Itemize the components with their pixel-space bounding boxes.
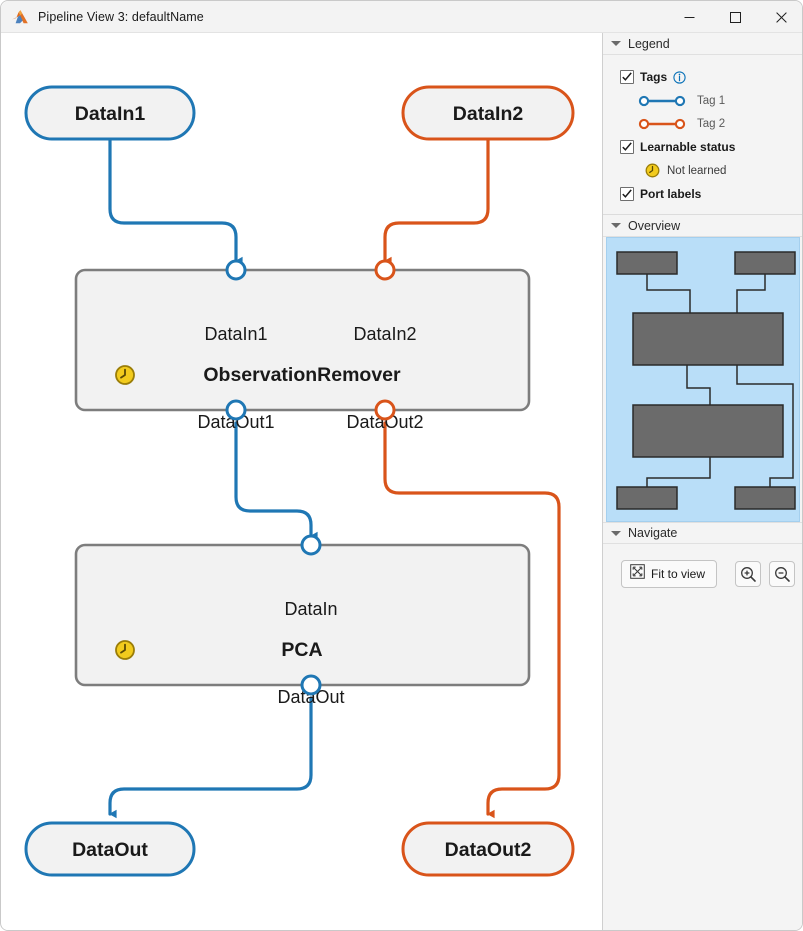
legend-entry-tag1: Tag 1 — [603, 89, 802, 112]
graph-node-label: DataOut2 — [445, 839, 532, 861]
legend-port-labels-row[interactable]: Port labels — [603, 182, 802, 206]
port-label-dataout: DataOut — [277, 687, 344, 707]
overview-block — [632, 312, 784, 366]
close-button[interactable] — [758, 1, 802, 33]
divider — [603, 214, 802, 215]
graph-node-label: DataOut — [72, 839, 148, 861]
port-label-dataout1: DataOut1 — [197, 412, 274, 432]
edge-pca-dataout-to-out1[interactable] — [108, 696, 313, 819]
port-label-datain1: DataIn1 — [204, 324, 267, 344]
navigate-panel-body: Fit to view — [603, 544, 802, 604]
pipeline-canvas[interactable]: DataIn1 DataIn2 ObservationRemover DataI… — [2, 33, 602, 930]
not-learned-label: Not learned — [667, 164, 727, 177]
window-title: Pipeline View 3: defaultName — [38, 9, 204, 24]
legend-entry-tag2: Tag 2 — [603, 112, 802, 135]
tag1-line-icon — [638, 95, 686, 106]
port-datain1[interactable] — [225, 259, 247, 281]
port-labels-checkbox[interactable] — [620, 187, 634, 201]
graph-node-dataout2[interactable]: DataOut2 — [401, 821, 575, 877]
port-dataout[interactable] — [300, 674, 322, 696]
right-dock: Legend Tags — [602, 33, 802, 930]
learnable-status-label: Learnable status — [640, 140, 736, 154]
tag2-line-icon — [638, 118, 686, 129]
legend-panel-header[interactable]: Legend — [603, 33, 802, 55]
zoom-out-button[interactable] — [769, 561, 796, 587]
overview-minimap[interactable] — [606, 237, 800, 522]
port-label-datain: DataIn — [284, 599, 337, 619]
port-dataout2[interactable] — [374, 399, 396, 421]
graph-node-datain1[interactable]: DataIn1 — [24, 85, 196, 141]
graph-node-label: DataIn2 — [453, 103, 524, 125]
legend-tags-row[interactable]: Tags — [603, 65, 802, 89]
navigate-panel-header[interactable]: Navigate — [603, 522, 802, 544]
graph-node-datain2[interactable]: DataIn2 — [401, 85, 575, 141]
zoom-in-button[interactable] — [735, 561, 762, 587]
legend-learnable-row[interactable]: Learnable status — [603, 135, 802, 159]
legend-panel-body: Tags Tag 1 — [603, 55, 802, 214]
overview-panel-header[interactable]: Overview — [603, 215, 802, 237]
window-controls — [666, 1, 802, 33]
maximize-button[interactable] — [712, 1, 758, 33]
port-labels-label: Port labels — [640, 187, 702, 201]
fit-to-view-button[interactable]: Fit to view — [621, 560, 718, 588]
port-dataout1[interactable] — [225, 399, 247, 421]
port-label-datain2: DataIn2 — [353, 324, 416, 344]
clock-icon — [115, 640, 135, 660]
overview-panel-title: Overview — [628, 218, 681, 233]
minimize-button[interactable] — [666, 1, 712, 33]
chevron-down-icon[interactable] — [611, 530, 621, 536]
matlab-logo-icon — [11, 9, 29, 25]
port-datain[interactable] — [300, 534, 322, 556]
navigate-panel-title: Navigate — [628, 526, 678, 540]
zoom-controls — [735, 561, 796, 587]
overview-block — [734, 251, 796, 275]
legend-entry-not-learned: Not learned — [603, 159, 802, 182]
graph-block-title: PCA — [281, 639, 322, 661]
edge-in2-to-obsrem-datain2[interactable] — [383, 105, 490, 266]
tags-checkbox[interactable] — [620, 70, 634, 84]
graph-block-observationremover[interactable]: ObservationRemover DataIn1 DataIn2 DataO… — [74, 259, 531, 432]
edge-in1-to-obsrem-datain1[interactable] — [108, 105, 243, 266]
info-icon[interactable] — [673, 70, 686, 84]
edge-obsrem-dataout1-to-pca-datain[interactable] — [234, 421, 318, 541]
legend-panel-title: Legend — [628, 36, 670, 51]
graph-block-pca[interactable]: PCA DataIn DataOut — [74, 534, 531, 707]
graph-node-label: DataIn1 — [75, 103, 146, 125]
edge-obsrem-dataout2-to-out2[interactable] — [383, 421, 561, 819]
clock-icon — [115, 365, 135, 385]
tag1-label: Tag 1 — [697, 94, 726, 107]
learnable-status-checkbox[interactable] — [620, 140, 634, 154]
fit-to-view-icon — [630, 564, 645, 584]
tag2-label: Tag 2 — [697, 117, 726, 130]
overview-block — [616, 486, 678, 510]
overview-block — [734, 486, 796, 510]
overview-block — [632, 404, 784, 458]
graph-block-title: ObservationRemover — [203, 364, 401, 386]
port-datain2[interactable] — [374, 259, 396, 281]
overview-block — [616, 251, 678, 275]
clock-icon — [645, 163, 660, 178]
fit-to-view-label: Fit to view — [651, 567, 706, 581]
port-label-dataout2: DataOut2 — [346, 412, 423, 432]
title-bar: Pipeline View 3: defaultName — [1, 1, 802, 33]
chevron-down-icon[interactable] — [611, 223, 621, 228]
graph-node-dataout[interactable]: DataOut — [24, 821, 196, 877]
tags-label: Tags — [640, 70, 668, 84]
chevron-down-icon[interactable] — [611, 41, 621, 46]
